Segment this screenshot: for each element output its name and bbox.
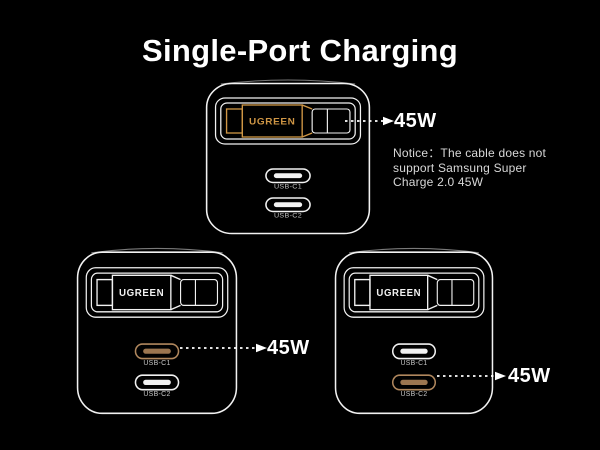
- slot-band: [311, 108, 351, 134]
- usb-c1-port: USB-C1: [265, 168, 311, 191]
- notice-text: Notice：The cable does not support Samsun…: [393, 146, 593, 190]
- usb-c1-label: USB-C1: [274, 184, 302, 191]
- usb-plug-highlighted: UGREEN: [225, 104, 313, 138]
- usb-plug-body: [111, 274, 172, 311]
- usb-c1-port: USB-C1: [391, 343, 437, 367]
- plug-slot-right-section: [311, 108, 351, 134]
- usb-c2-label: USB-C2: [400, 390, 427, 398]
- usb-c2-label: USB-C2: [274, 213, 302, 220]
- notice-line-2: support Samsung Super: [393, 160, 527, 175]
- charger-top: UGREEN USB-C1 USB-C2: [205, 79, 371, 235]
- plug-slot-inner: [220, 102, 356, 140]
- usb-c2-port: USB-C2: [265, 197, 311, 220]
- arrow-head-icon: [256, 343, 267, 353]
- arrow-head-icon: [495, 371, 506, 381]
- usb-plug-body: [241, 104, 303, 138]
- plug-slot-right-section: [180, 279, 219, 306]
- slot-band: [180, 279, 219, 306]
- usb-c2-pin: [400, 379, 428, 385]
- charger-bottom-left: UGREEN USB-C1 USB-C2: [76, 247, 238, 415]
- charger-top-edge-arc: [91, 247, 223, 254]
- usb-c1-outline: [391, 343, 437, 360]
- charger-body-outline: [334, 251, 494, 415]
- charger-top-edge-arc: [349, 247, 479, 254]
- usb-c1-pin: [273, 173, 303, 179]
- brand-logo: UGREEN: [249, 117, 295, 128]
- wattage-label-bottom-right: 45W: [508, 365, 551, 387]
- plug-slot-outer: [85, 267, 229, 318]
- usb-plug: UGREEN: [354, 274, 438, 311]
- usb-c1-port-highlighted: USB-C1: [134, 343, 180, 367]
- charger-body-outline: [76, 251, 238, 415]
- wattage-label-top: 45W: [394, 110, 437, 132]
- brand-logo: UGREEN: [119, 288, 164, 299]
- usb-plug-neck: [170, 274, 181, 311]
- usb-c1-pin: [400, 348, 428, 354]
- usb-plug-body: [369, 274, 429, 311]
- usb-c1-outline: [265, 168, 311, 184]
- usb-plug-tip: [96, 278, 114, 307]
- charger-body-outline: [205, 82, 371, 235]
- usb-plug-tip: [225, 108, 244, 134]
- charger-top-edge-arc: [220, 79, 356, 85]
- plug-slot-outer: [214, 97, 362, 145]
- usb-c1-outline: [134, 343, 180, 360]
- arrow-bottom-right: [437, 371, 506, 381]
- usb-plug-neck: [427, 274, 438, 311]
- usb-c1-pin: [143, 348, 171, 354]
- usb-c2-pin: [273, 202, 303, 208]
- notice-line-3: Charge 2.0 45W: [393, 175, 484, 190]
- slot-band: [436, 279, 475, 306]
- usb-plug-tip: [354, 278, 371, 307]
- usb-c2-outline: [391, 374, 437, 391]
- usb-plug: UGREEN: [96, 274, 181, 311]
- usb-c2-outline: [265, 197, 311, 213]
- wattage-label-bottom-left: 45W: [267, 337, 310, 359]
- usb-c2-label: USB-C2: [143, 390, 170, 398]
- arrow-top: [345, 116, 394, 126]
- plug-slot-outer: [343, 267, 485, 318]
- plug-slot-right-section: [436, 279, 475, 306]
- charger-bottom-right: UGREEN USB-C1 USB-C2: [334, 247, 494, 415]
- usb-c1-label: USB-C1: [400, 359, 427, 367]
- usb-c2-port: USB-C2: [134, 374, 180, 398]
- arrow-bottom-left: [180, 343, 267, 353]
- usb-c2-pin: [143, 379, 171, 385]
- plug-slot-inner: [348, 272, 480, 313]
- arrow-head-icon: [383, 116, 394, 126]
- usb-c2-port-highlighted: USB-C2: [391, 374, 437, 398]
- usb-plug-neck: [301, 104, 313, 138]
- usb-c1-label: USB-C1: [143, 359, 170, 367]
- notice-line-1: Notice：The cable does not: [393, 146, 547, 160]
- usb-c2-outline: [134, 374, 180, 391]
- brand-logo: UGREEN: [376, 288, 421, 299]
- page-title: Single-Port Charging: [142, 33, 458, 68]
- plug-slot-inner: [90, 272, 224, 313]
